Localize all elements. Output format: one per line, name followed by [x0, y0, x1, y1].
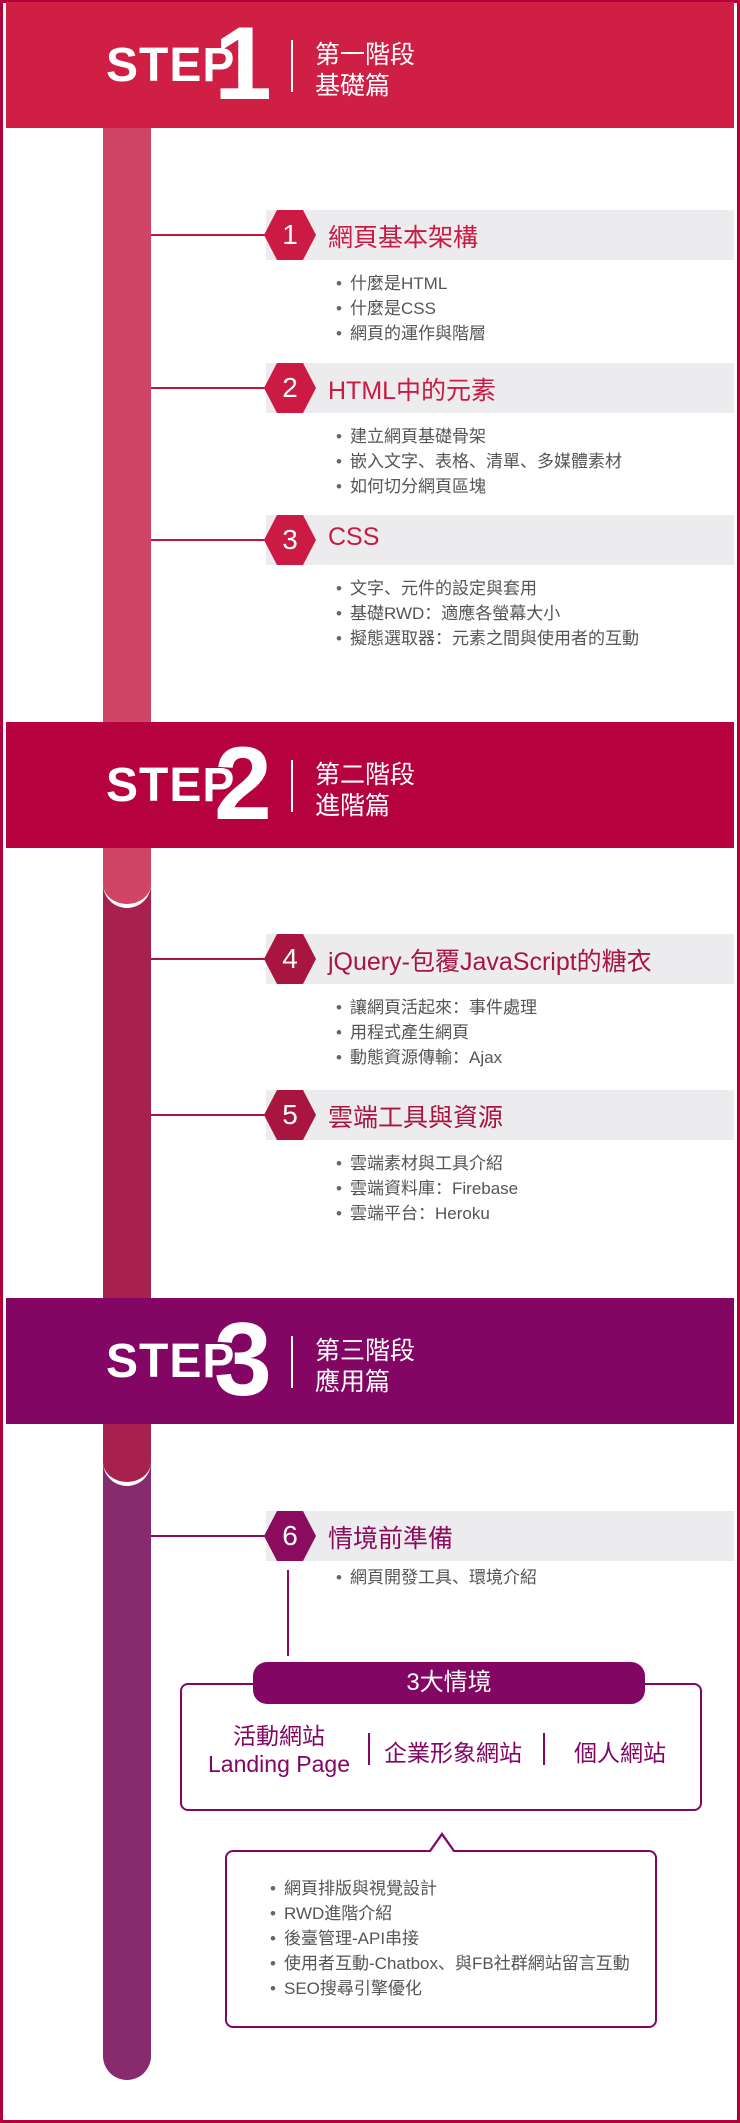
step-divider	[291, 40, 293, 92]
section-title: 情境前準備	[328, 1525, 454, 1553]
section-title: jQuery-包覆JavaScript的糖衣	[328, 948, 652, 976]
section-header-bar	[266, 1090, 734, 1140]
scenario-landing-page: 活動網站 Landing Page	[206, 1722, 352, 1778]
topic-item: 建立網頁基礎骨架	[350, 424, 622, 449]
topic-item: 基礎RWD：適應各螢幕大小	[350, 601, 639, 626]
timeline-bar-step1	[103, 127, 151, 727]
topic-item: 什麼是HTML	[350, 271, 486, 296]
scenario-box	[180, 1683, 702, 1811]
topic-item: 用程式產生網頁	[350, 1020, 537, 1045]
timeline-bar-step2	[103, 848, 151, 1328]
scenario-personal-site: 個人網站	[574, 1740, 666, 1766]
step-stage: 第一階段	[315, 41, 416, 69]
connector-line	[151, 539, 266, 541]
section-title: CSS	[328, 523, 380, 551]
step-label: STEP	[106, 1335, 236, 1388]
step-number: 2	[214, 726, 272, 842]
detail-topics: 網頁排版與視覺設計 RWD進階介紹 後臺管理-API串接 使用者互動-Chatb…	[270, 1876, 630, 2001]
connector-line	[151, 234, 266, 236]
step-label: STEP	[106, 39, 236, 92]
connector-line	[151, 1114, 266, 1116]
section-topics: 文字、元件的設定與套用 基礎RWD：適應各螢幕大小 擬態選取器：元素之間與使用者…	[350, 576, 639, 651]
step-label: STEP	[106, 759, 236, 812]
topic-item: 網頁開發工具、環境介紹	[350, 1565, 537, 1590]
section-topics: 網頁開發工具、環境介紹	[350, 1565, 537, 1590]
timeline-bar-step2-end	[103, 1420, 151, 1486]
section-header-bar	[266, 934, 734, 984]
topic-item: 如何切分網頁區塊	[350, 474, 622, 499]
topic-item: 網頁的運作與階層	[350, 321, 486, 346]
section-title: 網頁基本架構	[328, 224, 479, 252]
section-topics: 建立網頁基礎骨架 嵌入文字、表格、清單、多媒體素材 如何切分網頁區塊	[350, 424, 622, 499]
step-level: 基礎篇	[315, 72, 391, 100]
scenario-title: 3大情境	[253, 1662, 645, 1704]
connector-line	[151, 958, 266, 960]
topic-item: 擬態選取器：元素之間與使用者的互動	[350, 626, 639, 651]
timeline-bar-step1-end	[103, 848, 151, 908]
step1-banner: STEP 1 第一階段 基礎篇	[6, 2, 734, 128]
topic-item: 文字、元件的設定與套用	[350, 576, 639, 601]
scenario-divider	[543, 1733, 545, 1765]
step2-banner: STEP 2 第二階段 進階篇	[6, 722, 734, 848]
detail-item: RWD進階介紹	[270, 1901, 630, 1926]
topic-item: 嵌入文字、表格、清單、多媒體素材	[350, 449, 622, 474]
step-divider	[291, 760, 293, 812]
section-header-bar	[266, 363, 734, 413]
detail-item: 網頁排版與視覺設計	[270, 1876, 630, 1901]
step-divider	[291, 1336, 293, 1388]
section-header-bar	[266, 515, 734, 565]
section-topics: 雲端素材與工具介紹 雲端資料庫：Firebase 雲端平台：Heroku	[350, 1151, 518, 1226]
section-title: HTML中的元素	[328, 377, 497, 405]
detail-item: 後臺管理-API串接	[270, 1926, 630, 1951]
scenario-corporate-site: 企業形象網站	[384, 1740, 522, 1766]
topic-item: 動態資源傳輸：Ajax	[350, 1045, 537, 1070]
step-stage: 第三階段	[315, 1337, 416, 1365]
detail-item: 使用者互動-Chatbox、與FB社群網站留言互動	[270, 1951, 630, 1976]
topic-item: 雲端資料庫：Firebase	[350, 1176, 518, 1201]
step-level: 進階篇	[315, 792, 391, 820]
section-title: 雲端工具與資源	[328, 1104, 504, 1132]
scenario-subname: Landing Page	[208, 1751, 350, 1777]
scenario-divider	[368, 1733, 370, 1765]
scenario-connector	[287, 1570, 289, 1656]
connector-line	[151, 1535, 266, 1537]
step3-banner: STEP 3 第三階段 應用篇	[6, 1298, 734, 1424]
step-stage: 第二階段	[315, 761, 416, 789]
step-number: 3	[214, 1302, 272, 1418]
section-header-bar	[266, 210, 734, 260]
topic-item: 讓網頁活起來：事件處理	[350, 995, 537, 1020]
scenario-name: 活動網站	[233, 1723, 325, 1749]
step-level: 應用篇	[315, 1368, 391, 1396]
step-number: 1	[214, 6, 272, 122]
section-topics: 讓網頁活起來：事件處理 用程式產生網頁 動態資源傳輸：Ajax	[350, 995, 537, 1070]
topic-item: 雲端平台：Heroku	[350, 1201, 518, 1226]
detail-item: SEO搜尋引擎優化	[270, 1976, 630, 2001]
section-topics: 什麼是HTML 什麼是CSS 網頁的運作與階層	[350, 271, 486, 346]
section-header-bar	[266, 1511, 734, 1561]
connector-line	[151, 387, 266, 389]
topic-item: 雲端素材與工具介紹	[350, 1151, 518, 1176]
topic-item: 什麼是CSS	[350, 296, 486, 321]
timeline-bar-step3	[103, 1420, 151, 2080]
detail-box-pointer-inner	[430, 1836, 454, 1853]
